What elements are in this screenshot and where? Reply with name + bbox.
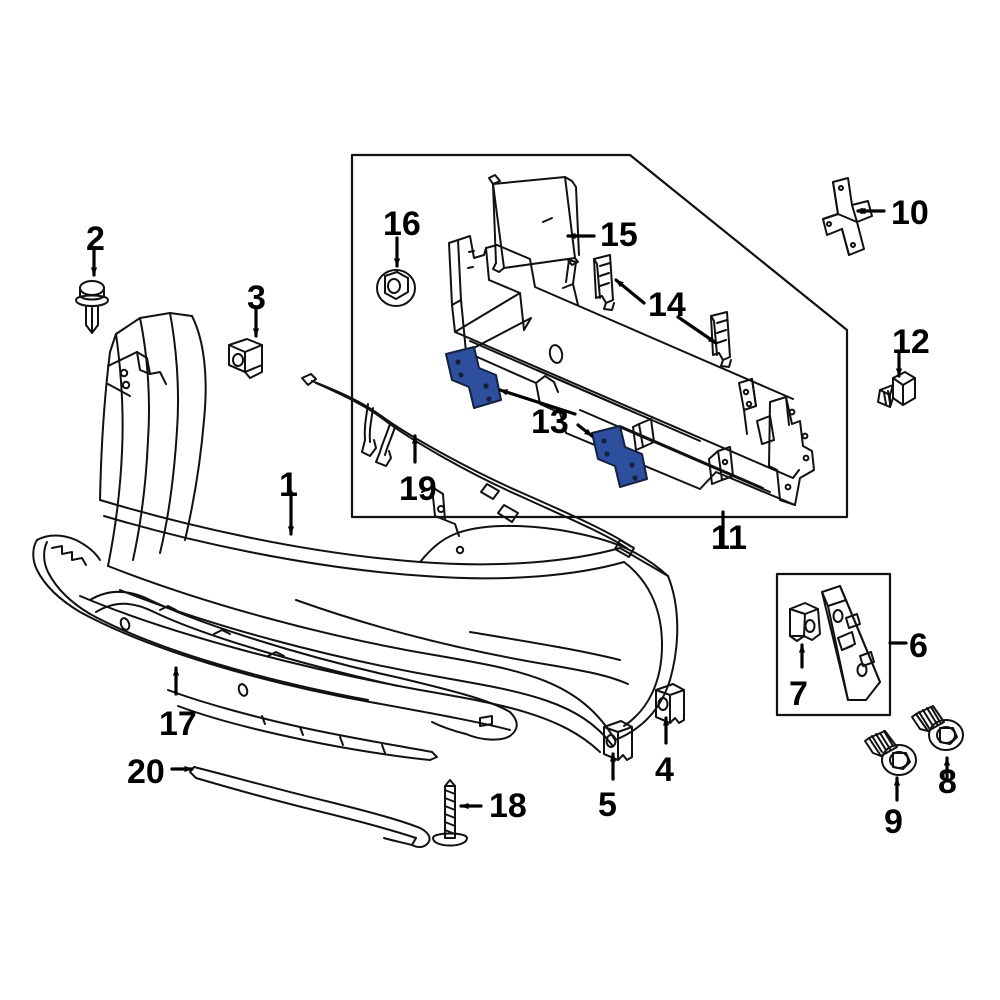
hex-flange-bolt-12 <box>877 371 916 408</box>
highlighted-bracket-13-lower <box>591 425 648 488</box>
callout-label-15[interactable]: 15 <box>600 216 638 254</box>
callout-label-4[interactable]: 4 <box>655 751 674 789</box>
leader-13-lower <box>576 423 594 438</box>
callout-label-11[interactable]: 11 <box>711 519 747 557</box>
guide-rail-6 <box>821 585 881 701</box>
impact-bar-11 <box>448 235 815 506</box>
impact-bar-enclosure-box <box>350 153 849 519</box>
callout-label-16[interactable]: 16 <box>383 205 421 243</box>
reinforcement-stay-14-upper <box>593 254 615 311</box>
callout-label-18[interactable]: 18 <box>489 787 527 825</box>
lower-valance-17 <box>32 534 518 761</box>
guide-clip-7 <box>789 602 821 642</box>
flange-bolt-8 <box>911 705 964 751</box>
flange-screw-9 <box>864 730 917 776</box>
callout-label-12[interactable]: 12 <box>892 323 930 361</box>
leader-13-upper <box>498 388 577 416</box>
callout-label-3[interactable]: 3 <box>247 279 266 317</box>
callout-label-14[interactable]: 14 <box>648 286 686 324</box>
side-clip-3 <box>228 338 263 379</box>
flange-nut-16 <box>376 269 416 307</box>
callout-label-8[interactable]: 8 <box>938 763 957 801</box>
callout-label-19[interactable]: 19 <box>399 470 437 508</box>
tapping-screw-18 <box>432 779 468 847</box>
absorber-plate-15 <box>488 174 580 273</box>
retainer-bracket-5 <box>603 720 633 761</box>
wire-harness-19 <box>301 373 635 558</box>
callout-label-13[interactable]: 13 <box>531 403 569 441</box>
callout-label-20[interactable]: 20 <box>127 753 165 791</box>
callout-label-5[interactable]: 5 <box>598 786 617 824</box>
callout-label-1[interactable]: 1 <box>279 466 298 504</box>
leader-14-upper <box>614 278 646 305</box>
callout-label-2[interactable]: 2 <box>86 220 105 258</box>
callout-label-6[interactable]: 6 <box>909 627 928 665</box>
callout-label-10[interactable]: 10 <box>891 194 929 232</box>
highlighted-bracket-13-upper <box>445 346 502 409</box>
rear-bumper-cover-1 <box>79 312 679 753</box>
cross-bracket-10 <box>822 177 873 256</box>
callout-label-7[interactable]: 7 <box>789 675 808 713</box>
retainer-bracket-4 <box>655 683 685 724</box>
lower-molding-20 <box>189 766 431 849</box>
callout-label-9[interactable]: 9 <box>884 803 903 841</box>
retainer-clip-2 <box>75 280 109 334</box>
leader-14-lower <box>676 315 718 345</box>
callout-label-17[interactable]: 17 <box>159 705 197 743</box>
reinforcement-stay-14-lower <box>710 311 732 368</box>
